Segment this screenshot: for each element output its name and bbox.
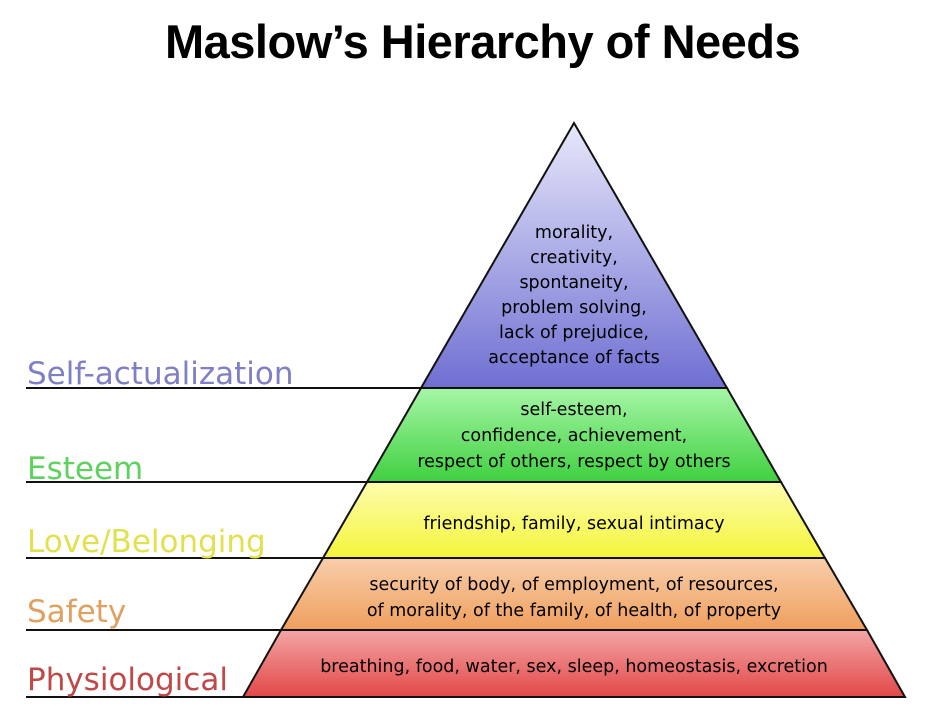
tier-text: lack of prejudice, — [499, 323, 649, 343]
tier-text: security of body, of employment, of reso… — [369, 575, 778, 595]
tier-physiological — [241, 629, 907, 698]
level-label-esteem: Esteem — [27, 451, 143, 487]
tier-text: problem solving, — [501, 298, 647, 318]
tier-text: respect of others, respect by others — [417, 452, 730, 472]
diagram-title: Maslow’s Hierarchy of Needs — [165, 15, 801, 68]
level-label-love-belonging: Love/Belonging — [27, 524, 266, 560]
level-label-safety: Safety — [27, 594, 126, 630]
tier-text: creativity, — [530, 248, 618, 268]
tier-text: spontaneity, — [519, 273, 628, 293]
tier-text: confidence, achievement, — [461, 426, 687, 446]
tier-text: friendship, family, sexual intimacy — [423, 514, 724, 534]
tier-text: morality, — [535, 223, 613, 243]
tier-text: self-esteem, — [520, 400, 627, 420]
tier-text: breathing, food, water, sex, sleep, home… — [320, 657, 828, 677]
level-label-self-actualization: Self-actualization — [27, 356, 293, 392]
level-label-physiological: Physiological — [27, 662, 228, 698]
tier-text: acceptance of facts — [488, 348, 659, 368]
tier-text: of morality, of the family, of health, o… — [367, 601, 781, 621]
